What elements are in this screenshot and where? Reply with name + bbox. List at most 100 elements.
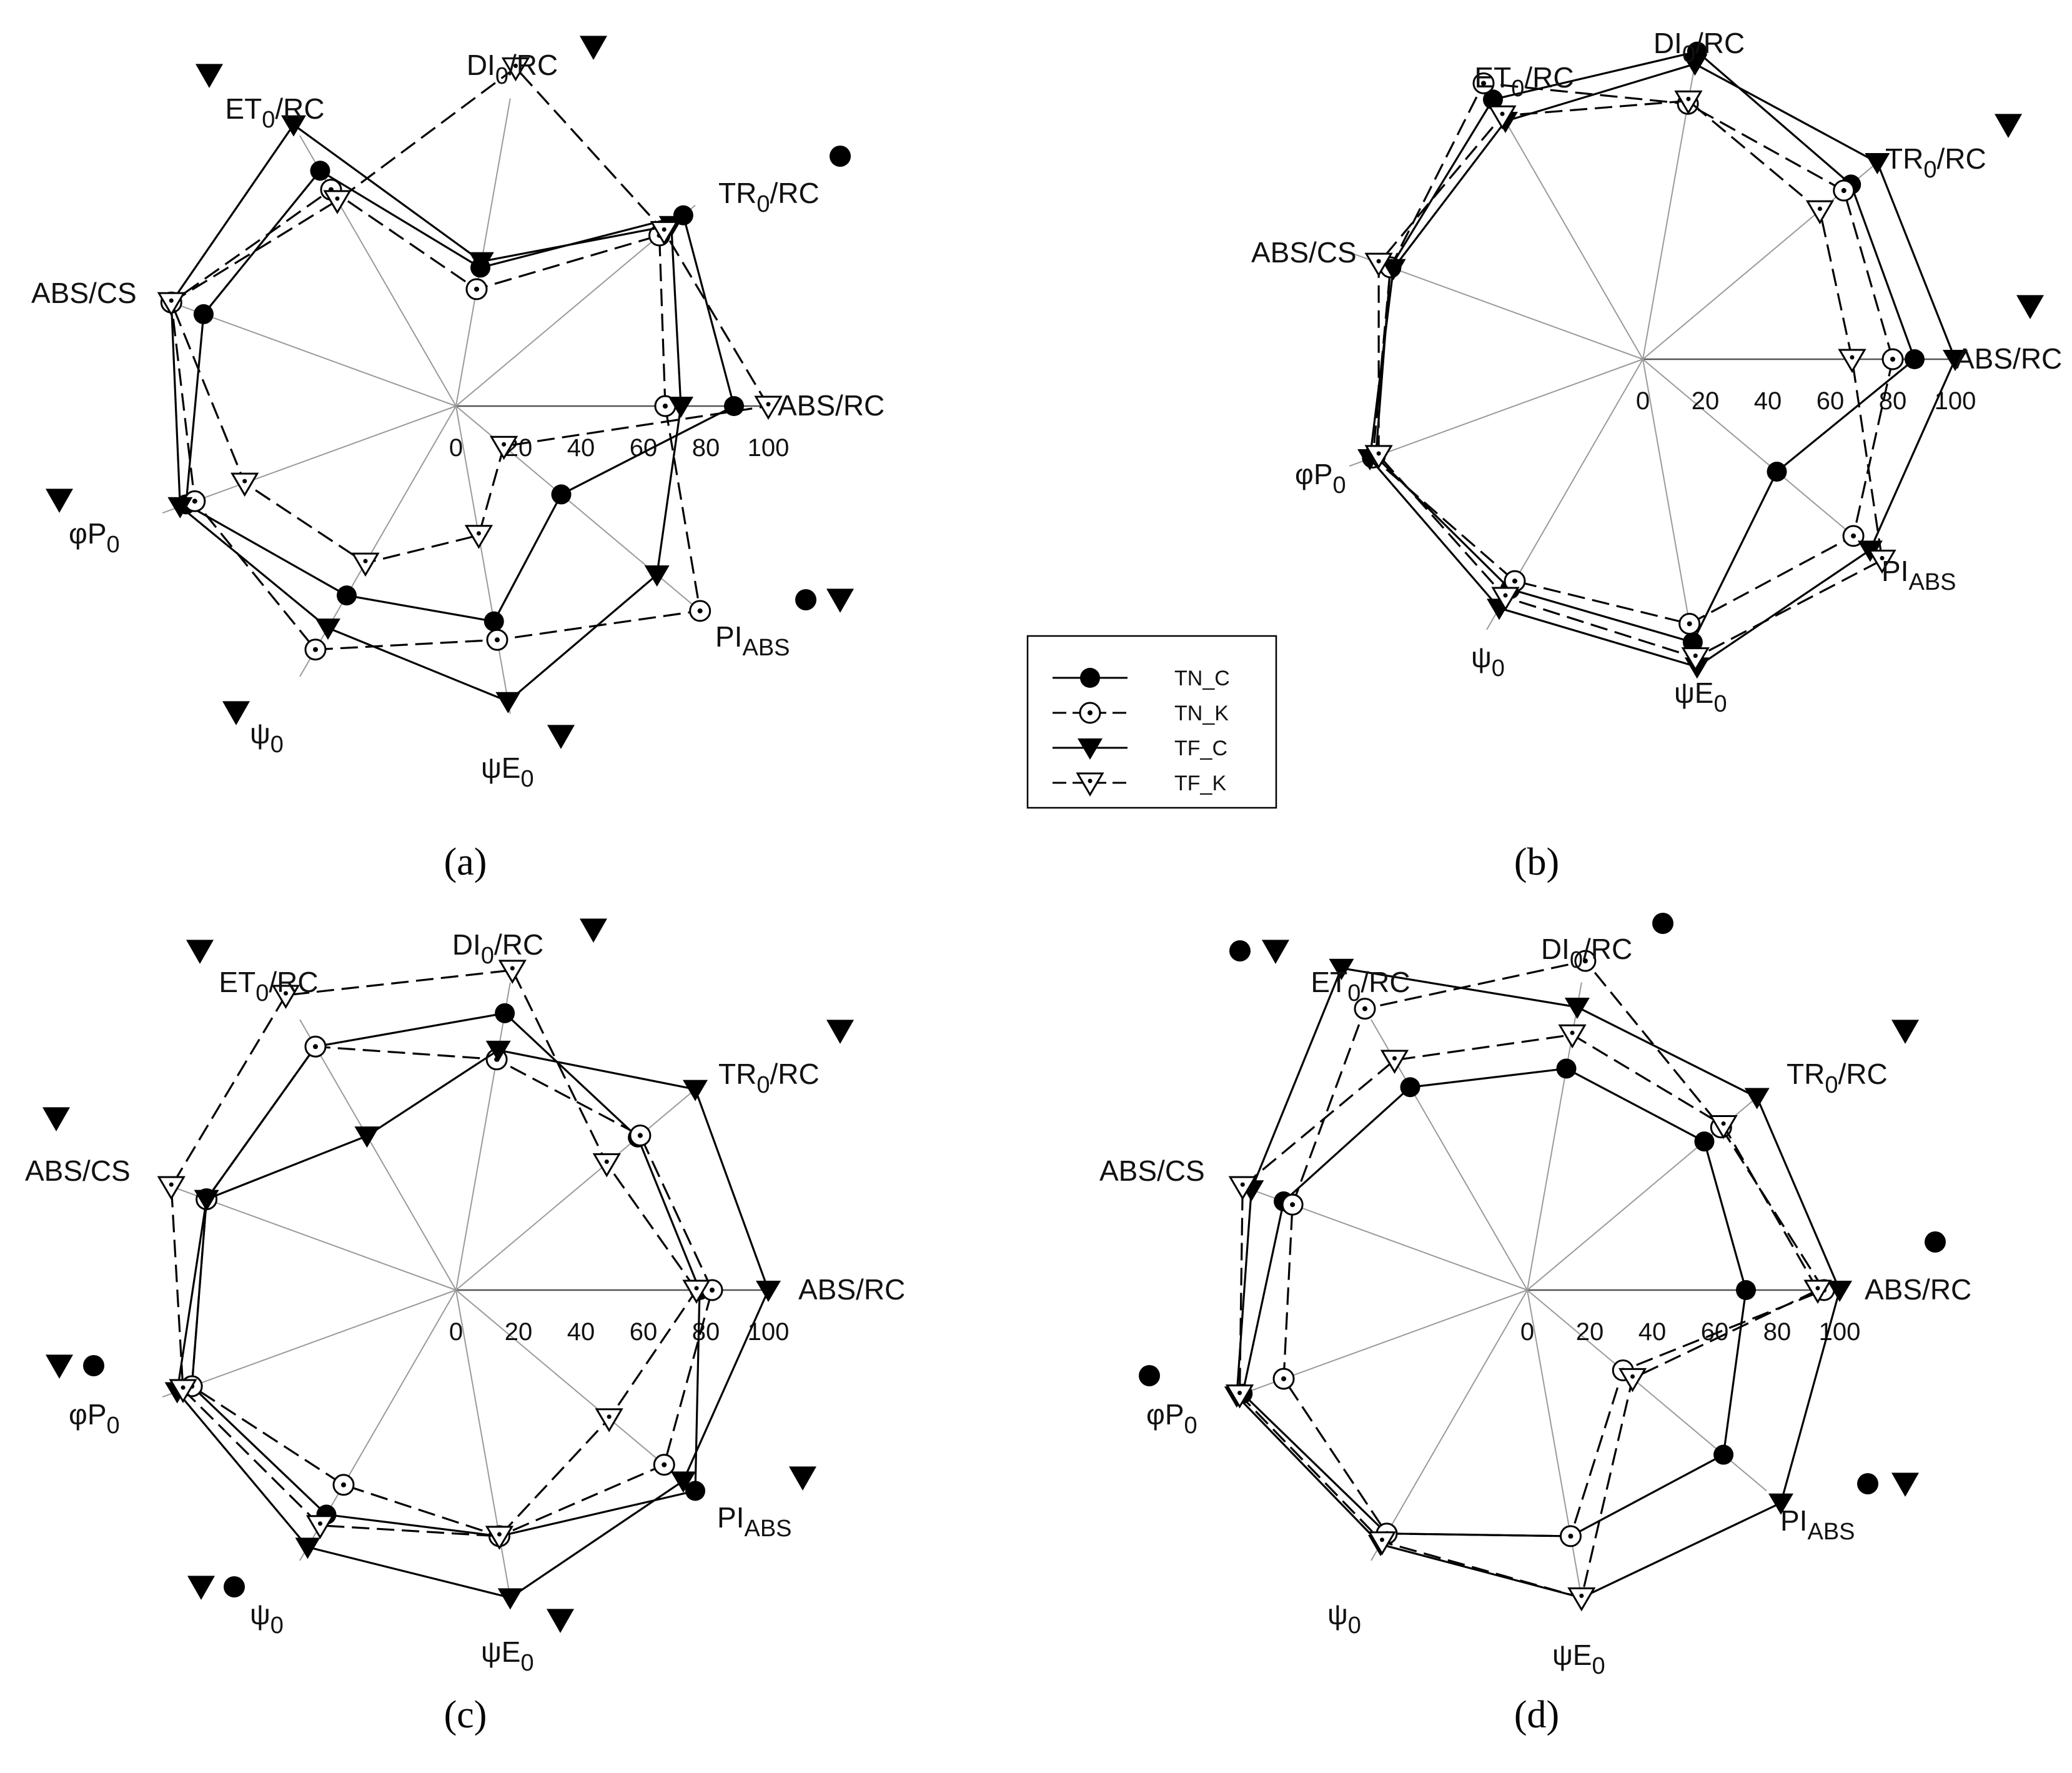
tick-label: 40 [1754,387,1782,415]
legend-item: TN_K [1053,702,1229,725]
point-psi-e0 [1682,632,1703,653]
legend-label: TN_K [1174,702,1229,725]
spokes [162,982,768,1598]
tick-label: 80 [1763,1318,1792,1346]
axis-label-di0-rc: DI0/RC [467,49,558,89]
point-abs-rc [1905,349,1925,369]
point-tr0-rc [1865,153,1890,175]
spoke-phi-p0 [162,1289,457,1398]
spokes [1349,51,1955,667]
point-psi-e0 [483,611,504,632]
point-phi-p0 [230,472,259,497]
tick-label: 60 [1701,1318,1729,1346]
axis-label-psi-e0: ψE0 [1552,1639,1605,1679]
significance-triangle-icon [186,940,214,964]
point-psi0 [1367,1531,1397,1556]
axis-label-abs-rc: ABS/RC [1955,342,2062,375]
significance-triangle-icon [1891,1020,1919,1044]
point-abs-rc [1736,1280,1756,1300]
axis-label-et0-rc: ET0/RC [219,966,318,1006]
point-di0-rc [1564,997,1590,1019]
spoke-pi-abs [1642,359,1883,561]
point-di0-rc [498,960,527,984]
series-line [1369,62,1956,668]
significance-circle-icon [1925,1231,1946,1253]
significance-circle-icon [830,146,851,167]
point-abs-rc [1881,348,1904,370]
series-tn-k [1272,950,1835,1547]
point-phi-p0 [1364,445,1393,469]
series-line [191,1045,713,1537]
tick-label: 40 [1638,1318,1667,1346]
axis-label-tr0-rc: TR0/RC [1787,1058,1888,1098]
axis-label-et0-rc: ET0/RC [1474,61,1574,102]
point-abs-cs [157,292,186,317]
point-pi-abs [489,435,518,460]
legend: TN_CTN_KTF_CTF_K [1026,635,1277,809]
point-tr0-rc [683,1080,708,1101]
series-line [176,1049,770,1599]
axis-label-tr0-rc: TR0/RC [1885,142,1986,183]
point-abs-rc [1827,1281,1852,1302]
tick-label: 60 [630,1318,658,1346]
axis-label-phi-p0: φP0 [1295,458,1346,499]
point-phi-p0 [1225,1384,1254,1409]
point-pi-abs [644,565,670,587]
significance-triangle-icon [547,1609,574,1633]
point-abs-rc [754,395,783,420]
spoke-psi0 [299,405,457,677]
point-psi-e0 [1567,1587,1596,1612]
point-pi-abs [1868,549,1896,574]
point-psi-e0 [1559,1525,1582,1547]
series-line [1377,99,1883,659]
point-di0-rc [485,1040,511,1062]
point-et0-rc [1483,89,1503,110]
axis-label-abs-rc: ABS/RC [778,389,885,422]
axis-label-psi-e0: ψE0 [1674,677,1727,717]
series-tf-c [1357,54,1968,679]
significance-triangle-icon [46,489,73,513]
axis-label-abs-cs: ABS/CS [31,277,137,309]
significance-circle-icon [1857,1473,1878,1494]
point-tr0-rc [650,221,678,246]
axis-label-pi-abs: PIABS [1881,555,1956,595]
tick-label: 40 [567,1318,595,1346]
tick-label: 0 [449,1318,463,1346]
point-tr0-rc [592,1153,621,1178]
series-line [1238,1033,1820,1599]
significance-triangle-icon [1891,1473,1919,1497]
point-phi-p0 [167,497,193,519]
tick-label: 40 [567,434,595,462]
point-tr0-rc [1833,179,1855,202]
point-et0-rc [310,161,330,181]
point-psi-e0 [497,1588,523,1610]
point-abs-cs [193,304,214,324]
point-tr0-rc [1709,1115,1738,1140]
point-et0-rc [1400,1077,1420,1098]
axis-label-abs-cs: ABS/CS [1251,236,1357,269]
panel-label: (b) [1514,841,1559,883]
significance-triangle-icon [580,918,607,943]
series-line [1374,50,1916,643]
panel-label: (a) [444,841,487,883]
spoke-psi-e0 [1527,1289,1582,1598]
point-abs-cs [1381,259,1406,281]
point-abs-cs [194,1189,219,1211]
axis-label-di0-rc: DI0/RC [452,928,543,969]
series-tn-k [1362,72,1904,635]
legend-marker [1079,702,1101,724]
axis-label-et0-rc: ET0/RC [1311,966,1410,1006]
axis-label-phi-p0: φP0 [1146,1398,1197,1439]
point-phi-p0 [169,1379,197,1403]
significance-triangle-icon [547,725,575,749]
point-psi-e0 [1678,612,1701,635]
point-di0-rc [1574,950,1597,972]
axis-label-tr0-rc: TR0/RC [718,1058,820,1098]
point-et0-rc [281,115,306,137]
tick-label: 0 [449,434,463,462]
series-line [170,66,770,564]
significance-circle-icon [1139,1365,1160,1386]
significance-circle-icon [1229,940,1251,961]
